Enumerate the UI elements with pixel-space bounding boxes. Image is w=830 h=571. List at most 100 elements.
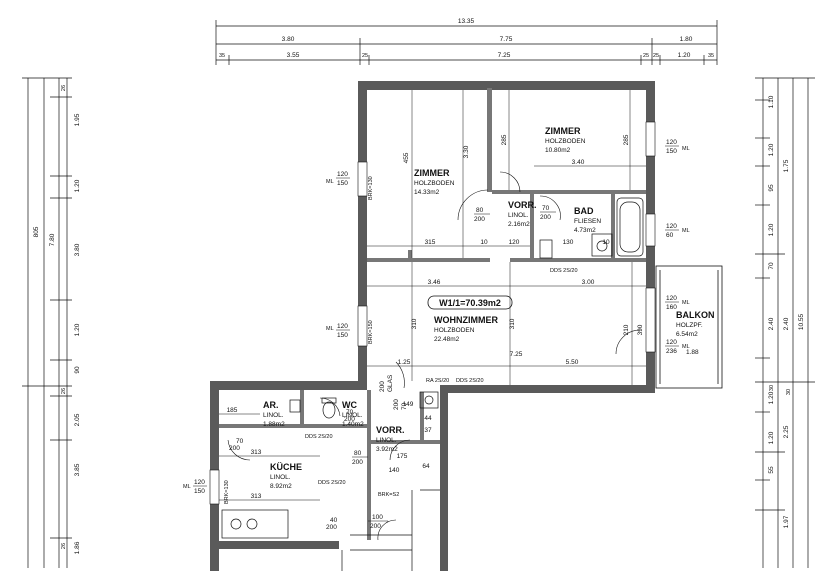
window-tag-3-width: 120: [666, 139, 677, 146]
tiny-label-6: RA 2S/20: [426, 378, 449, 384]
room-zimmer-1-area: 10.80m2: [545, 147, 571, 154]
room-kueche: KÜCHE LINOL. 8.92m2: [270, 462, 302, 490]
dim-310-a: 310: [411, 318, 418, 329]
dim-left-inner-5: 2.05: [74, 413, 81, 426]
door-tag-1-width: 80: [476, 207, 484, 214]
room-vorr-2-floor: LINOL.: [376, 437, 397, 444]
window-tag-3: 120 150 ML: [665, 139, 690, 155]
door-tag-1: 80 200: [474, 207, 490, 223]
dim-right-inner-6: 1.20: [768, 391, 775, 404]
unit-area-tag: W1/1=70.39m2: [439, 298, 501, 308]
dim-550: 5.50: [566, 359, 579, 366]
dim-330: 3.30: [463, 145, 470, 158]
room-wohnzimmer-area: 22.48m2: [434, 336, 460, 343]
exterior-walls: [210, 81, 655, 571]
window-tag-5-height: 160: [666, 304, 677, 311]
door-tag-7: 100 200: [368, 514, 388, 530]
dim-120-a: 120: [509, 239, 520, 246]
room-ar: AR. LINOL. 1.88m2: [263, 400, 285, 428]
dim-top-row2-a: 3.80: [282, 36, 295, 43]
window-tag-3-type: ML: [682, 146, 690, 152]
window-tag-7-width: 120: [194, 479, 205, 486]
room-balkon-name: BALKON: [676, 310, 715, 320]
window-tag-6-type: ML: [682, 344, 690, 350]
door-tag-6-width: 80: [354, 450, 362, 457]
room-wc-floor: LINOL.: [342, 412, 363, 419]
door-tag-4-height: 200: [344, 416, 355, 423]
dim-left-inner-6: 3.85: [74, 463, 81, 476]
room-zimmer-1: ZIMMER HOLZBODEN 10.80m2: [545, 126, 586, 154]
dim-left-inner-7: 1.86: [74, 541, 81, 554]
room-ar-area: 1.88m2: [263, 421, 285, 428]
dim-right-inner-10: 30: [786, 389, 792, 395]
exterior-window-openings: [209, 121, 656, 505]
dim-left-inner-1: 1.20: [74, 179, 81, 192]
window-tag-5-type: ML: [682, 300, 690, 306]
room-vorr-2-area: 3.92m2: [376, 446, 398, 453]
dim-210: 210: [623, 324, 630, 335]
window-tag-1-width: 120: [337, 171, 348, 178]
dim-top-row3-g: 1.20: [678, 52, 691, 59]
window-tag-4-type: ML: [682, 228, 690, 234]
door-tag-1-height: 200: [474, 216, 485, 223]
room-vorr-1-floor: LINOL.: [508, 212, 529, 219]
room-bad-area: 4.73m2: [574, 227, 596, 234]
dim-top-row3-f: 25: [653, 53, 659, 59]
door-tag-7-width: 100: [372, 514, 383, 521]
room-wohnzimmer: WOHNZIMMER HOLZBODEN 22.48m2: [434, 315, 498, 343]
tiny-label-1: DDS 2S/20: [550, 268, 578, 274]
dim-346: 3.46: [428, 279, 441, 286]
dim-175: 175: [397, 453, 408, 460]
dim-37: 37: [424, 427, 432, 434]
room-vorr-1-area: 2.16m2: [508, 221, 530, 228]
door-swings: [227, 171, 641, 541]
tiny-label-8: BRK=S2: [378, 492, 399, 498]
dim-top-row3-h: 35: [708, 53, 714, 59]
window-tag-4-width: 120: [666, 223, 677, 230]
room-kueche-area: 8.92m2: [270, 483, 292, 490]
door-tag-3-width: 200: [379, 381, 386, 392]
door-tag-4-width: 70: [346, 409, 354, 416]
door-tag-8-height: 70: [401, 402, 408, 410]
window-tag-1-height: 150: [337, 180, 348, 187]
door-tag-9-width: 40: [330, 517, 338, 524]
dim-overall: 13.35: [458, 18, 475, 25]
stair-fragment: [341, 489, 440, 571]
dim-left-inner-3: 1.20: [74, 323, 81, 336]
room-wc: WC LINOL. 1.40m2: [342, 400, 364, 428]
dim-185: 185: [227, 407, 238, 414]
door-tag-2: 70 200: [540, 205, 556, 221]
dim-310-b: 310: [509, 318, 516, 329]
tiny-label-7: DDS 2S/20: [318, 480, 346, 486]
dim-725: 7.25: [510, 351, 523, 358]
dim-390: 390: [637, 324, 644, 335]
room-bad-name: BAD: [574, 206, 594, 216]
room-balkon-floor: HOLZPF.: [676, 322, 703, 329]
door-tag-5-height: 200: [229, 445, 240, 452]
dim-left-small-1: 26: [61, 388, 67, 394]
dim-left-inner-2: 3.80: [74, 243, 81, 256]
interior-dimension-lines: [219, 90, 646, 501]
bathroom-fixtures: [221, 197, 644, 539]
dim-left-small-0: 26: [61, 85, 67, 91]
right-dimension-chains: [755, 77, 815, 568]
unit-tag: W1/1=70.39m2: [427, 295, 513, 310]
dim-right-inner-5: 2.40: [768, 317, 775, 330]
room-zimmer-2-floor: HOLZBODEN: [414, 180, 455, 187]
window-tag-5-width: 120: [666, 295, 677, 302]
window-tag-2: ML 120 150: [326, 323, 350, 339]
room-bad-floor: FLIESEN: [574, 218, 601, 225]
window-tag-7-type: ML: [183, 484, 191, 490]
door-tag-2-height: 200: [540, 214, 551, 221]
dim-140: 140: [389, 467, 400, 474]
dim-313-a: 313: [251, 449, 262, 456]
door-tag-5-width: 70: [236, 438, 244, 445]
room-vorr-1: VORR. LINOL. 2.16m2: [508, 200, 537, 228]
dim-right-mid-1: 2.40: [783, 317, 790, 330]
door-tag-6: 80 200: [352, 450, 368, 466]
dim-455: 455: [403, 152, 410, 163]
dim-10-a: 10: [480, 239, 488, 246]
tiny-label-2: DDS 2S/20: [456, 378, 484, 384]
room-vorr-2-name: VORR.: [376, 425, 405, 435]
